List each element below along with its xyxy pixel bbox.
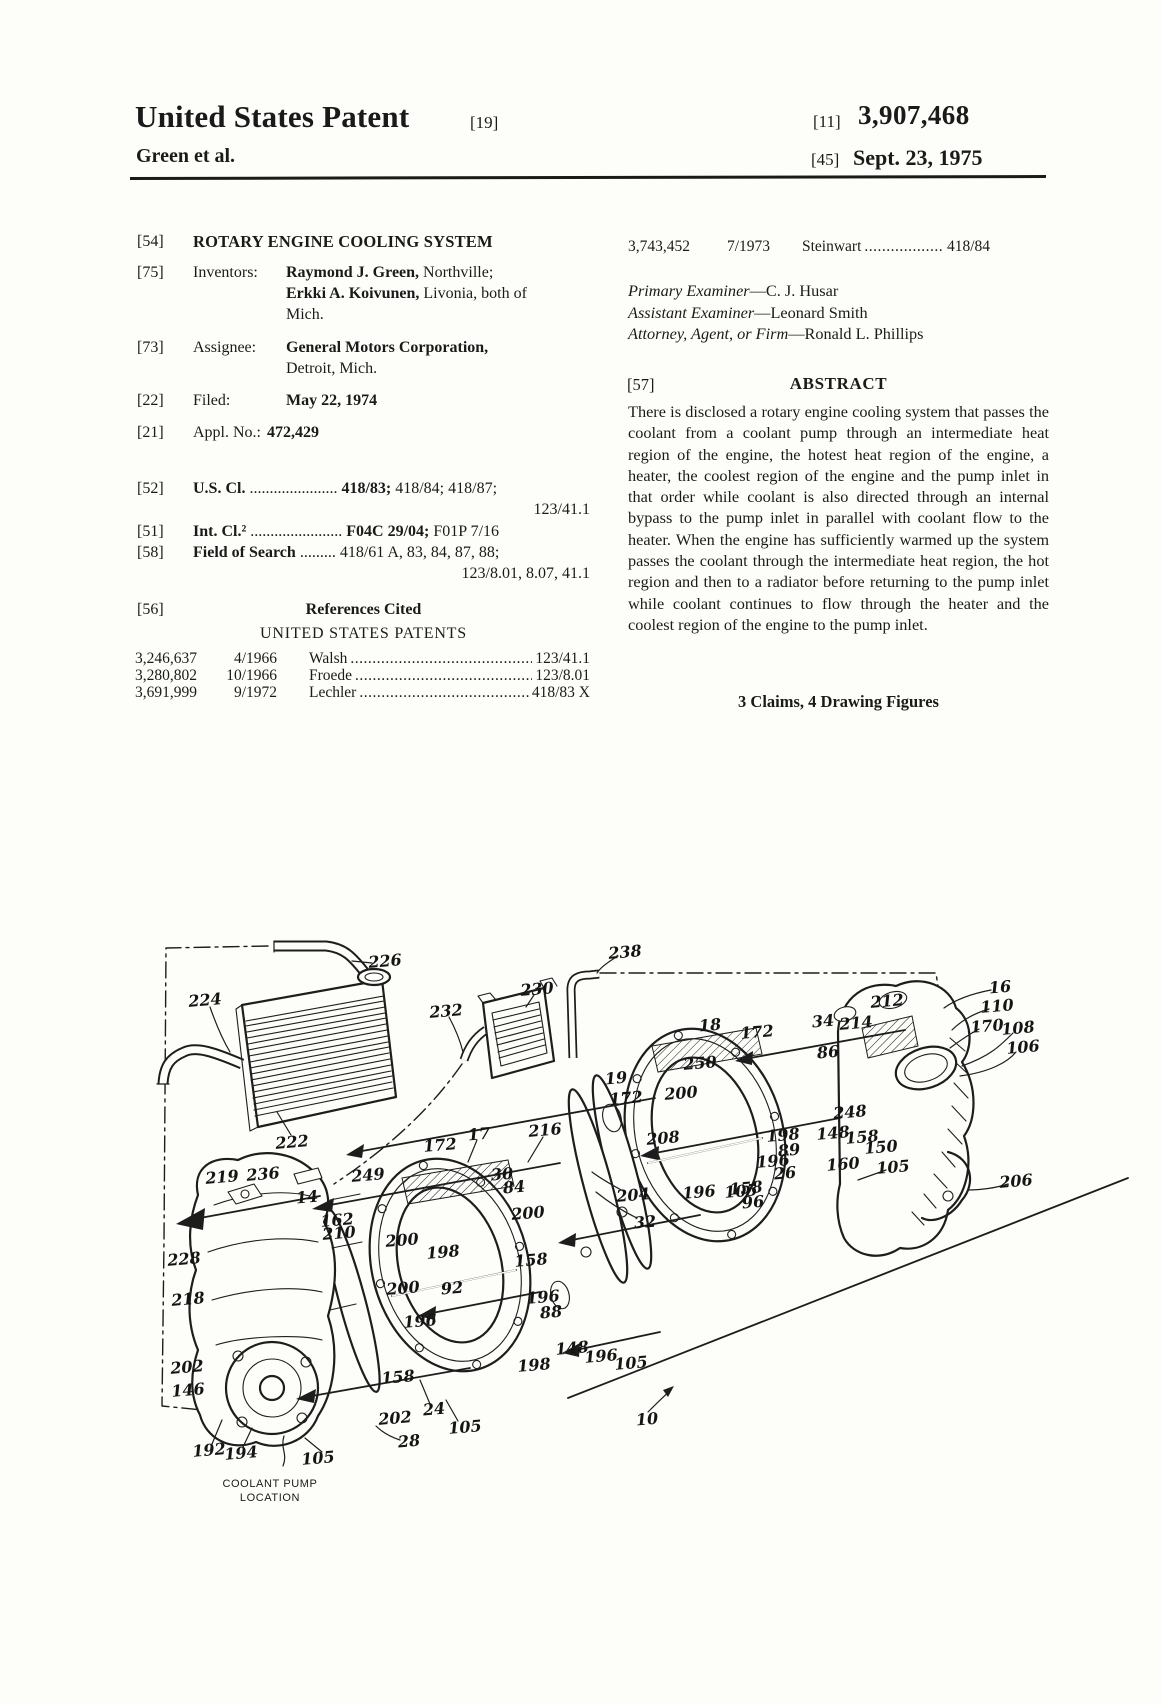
us-patents-subheading: UNITED STATES PATENTS — [137, 625, 590, 643]
int-cl-line: Int. Cl.² ....................... F04C 2… — [193, 521, 590, 542]
claims-note: 3 Claims, 4 Drawing Figures — [628, 692, 1049, 712]
us-cl-line: U.S. Cl. ...................... 418/83; … — [193, 478, 590, 499]
field-code: [56] — [137, 601, 164, 619]
field-appl-no: [21] Appl. No.: 472,429 — [137, 422, 319, 443]
ref-class: 123/8.01 — [535, 667, 590, 684]
filed-date: May 22, 1974 — [286, 390, 377, 411]
coolant-pump-caption: COOLANT PUMP LOCATION — [205, 1477, 335, 1505]
references-cited-heading: [56] References Cited — [137, 601, 590, 619]
ref-patent-number: 3,246,637 — [135, 650, 217, 667]
search-line2: 123/8.01, 8.07, 41.1 — [193, 563, 590, 584]
assignee-name: General Motors Corporation, — [286, 337, 488, 358]
ref-date: 10/1966 — [217, 667, 277, 684]
ref-name: Lechler — [309, 684, 356, 701]
field-inventors: [75] Inventors: Raymond J. Green, Northv… — [137, 262, 527, 325]
ref-leader-dots: ........................................… — [359, 684, 529, 701]
reference-row: 3,691,999 9/1972 Lechler ...............… — [135, 684, 590, 701]
ref-name: Walsh — [309, 650, 347, 667]
inventors-value: Raymond J. Green, Northville; Erkki A. K… — [286, 262, 527, 325]
field-int-cl: [51] Int. Cl.² ....................... F… — [137, 521, 590, 542]
inventor-party: Green et al. — [136, 145, 235, 168]
caption-line: LOCATION — [205, 1491, 335, 1505]
kind-code-19: [19] — [470, 113, 498, 133]
rear-housing — [833, 981, 974, 1255]
issue-date: Sept. 23, 1975 — [853, 145, 983, 171]
field-code: [58] — [137, 542, 193, 584]
abstract-heading: ABSTRACT — [628, 374, 1049, 394]
ref-patent-number: 3,691,999 — [135, 684, 217, 701]
reference-row: 3,280,802 10/1966 Froede ...............… — [135, 667, 590, 684]
inventor-line: Mich. — [286, 304, 527, 325]
ref-class: 418/84 — [947, 238, 990, 255]
filler-cap — [358, 969, 390, 985]
ref-leader-dots: ........................................… — [350, 650, 532, 667]
ref-patent-number: 3,280,802 — [135, 667, 217, 684]
appl-number: 472,429 — [267, 422, 319, 443]
field-code: [52] — [137, 478, 193, 520]
field-search: [58] Field of Search ......... 418/61 A,… — [137, 542, 590, 584]
ref-class: 123/41.1 — [535, 650, 590, 667]
header-divider — [130, 175, 1046, 180]
ref-date: 9/1972 — [217, 684, 277, 701]
attorney-line: Attorney, Agent, or Firm—Ronald L. Phill… — [628, 323, 924, 345]
primary-examiner-line: Primary Examiner—C. J. Husar — [628, 280, 924, 302]
reference-row: 3,246,637 4/1966 Walsh .................… — [135, 650, 590, 667]
field-filed: [22] Filed: May 22, 1974 — [137, 390, 377, 411]
examiner-block: Primary Examiner—C. J. Husar Assistant E… — [628, 280, 924, 345]
patent-number: 3,907,468 — [858, 100, 970, 131]
field-code: [51] — [137, 521, 193, 542]
inventors-label: Inventors: — [193, 262, 286, 325]
invention-title: ROTARY ENGINE COOLING SYSTEM — [193, 231, 493, 252]
ref-date: 7/1973 — [710, 238, 770, 255]
radiator — [236, 969, 396, 1131]
field-code: [73] — [137, 337, 193, 379]
us-cl-line2: 123/41.1 — [193, 499, 590, 520]
bypass-pipe — [571, 974, 599, 1058]
abstract-text: There is disclosed a rotary engine cooli… — [628, 401, 1049, 635]
assignee-location: Detroit, Mich. — [286, 358, 488, 379]
heater-core — [478, 978, 557, 1078]
ref-name: Steinwart — [802, 238, 861, 255]
caption-line: COOLANT PUMP — [205, 1477, 335, 1491]
document-title: United States Patent — [135, 99, 409, 135]
field-code: [21] — [137, 422, 193, 443]
field-code: [22] — [137, 390, 193, 411]
assistant-examiner-line: Assistant Examiner—Leonard Smith — [628, 302, 924, 324]
field-assignee: [73] Assignee: General Motors Corporatio… — [137, 337, 488, 379]
field-title: [54] ROTARY ENGINE COOLING SYSTEM — [137, 231, 493, 252]
ref-class: 418/83 X — [532, 684, 590, 701]
appl-label: Appl. No.: — [193, 422, 261, 443]
inventor-line: Raymond J. Green, Northville; — [286, 262, 527, 283]
field-code: [54] — [137, 231, 193, 252]
search-line: Field of Search ......... 418/61 A, 83, … — [193, 542, 590, 563]
patent-figure-drawing — [0, 855, 1161, 1545]
field-code: [75] — [137, 262, 193, 325]
heater-hose — [464, 1030, 486, 1060]
inventor-line: Erkki A. Koivunen, Livonia, both of — [286, 283, 527, 304]
ref-leader-dots: ........................................… — [864, 238, 944, 255]
ref-leader-dots: ........................................… — [355, 667, 532, 684]
ref-name: Froede — [309, 667, 352, 684]
assignee-label: Assignee: — [193, 337, 286, 379]
ref-patent-number: 3,743,452 — [628, 238, 710, 255]
assignee-value: General Motors Corporation, Detroit, Mic… — [286, 337, 488, 379]
patent-number-code: [11] — [813, 112, 841, 132]
field-us-cl: [52] U.S. Cl. ...................... 418… — [137, 478, 590, 520]
reference-row: 3,743,452 7/1973 Steinwart .............… — [628, 238, 990, 255]
date-code: [45] — [811, 150, 839, 170]
filed-label: Filed: — [193, 390, 286, 411]
ref-date: 4/1966 — [217, 650, 277, 667]
